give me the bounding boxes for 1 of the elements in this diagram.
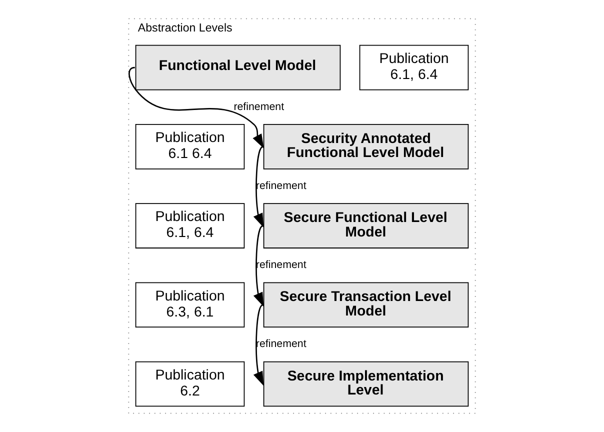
edge-label: refinement [234,100,284,113]
